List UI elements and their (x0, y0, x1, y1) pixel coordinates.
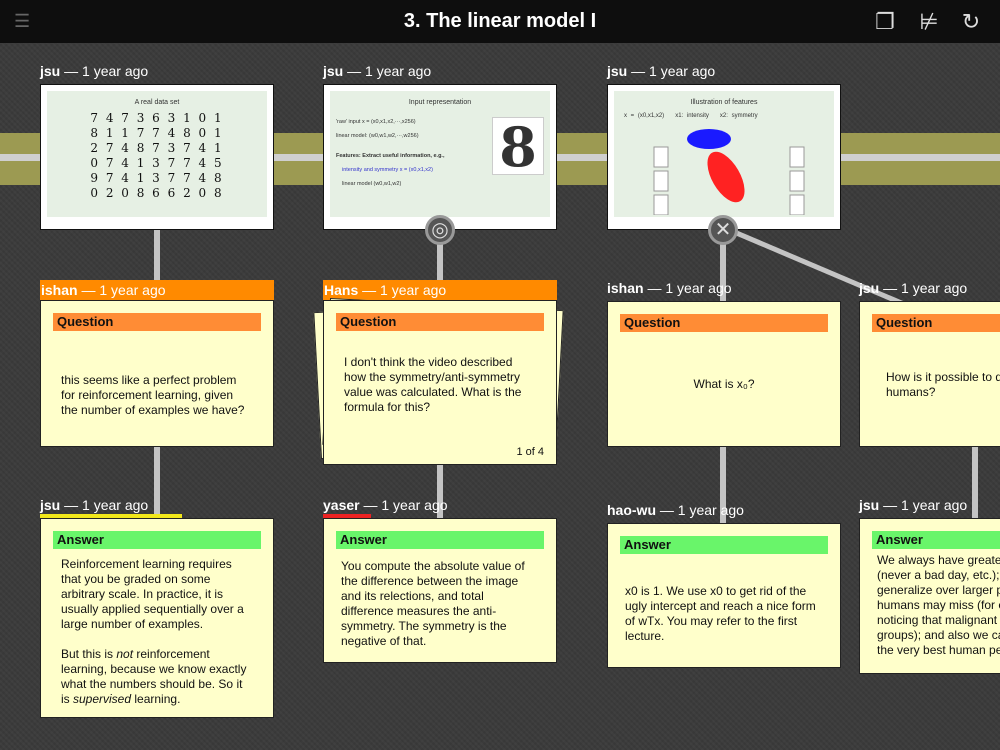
connector (972, 447, 978, 519)
answer-meta: jsu — 1 year ago (859, 497, 968, 513)
question-meta: ishan — 1 year ago (607, 280, 732, 296)
question-text: How is it possible to d humans? (886, 370, 1000, 399)
slide-meta: jsu — 1 year ago (40, 63, 149, 79)
connector (720, 230, 726, 302)
answer-meta: yaser — 1 year ago (323, 497, 448, 513)
question-label: Question (872, 314, 1000, 332)
menu-icon[interactable]: ☰ (14, 11, 31, 31)
tree-icon[interactable]: ⊭ (919, 9, 939, 34)
connector (154, 447, 160, 519)
refresh-icon[interactable]: ↻ (961, 9, 981, 34)
answer-card[interactable]: Answer We always have greater (never a b… (859, 518, 1000, 674)
slide-title: A real data set (134, 99, 180, 106)
answer-card[interactable]: Answer x0 is 1. We use x0 to get rid of … (607, 523, 841, 668)
page-title: 3. The linear model I (403, 10, 597, 32)
question-card[interactable]: Question What is x₀? (607, 301, 841, 447)
answer-text: We always have greater (never a bad day,… (877, 553, 1000, 657)
connector (437, 230, 443, 280)
slide-text: 'raw' input x = (x0,x1,x2,···,x256)linea… (336, 119, 445, 187)
slide-meta: jsu — 1 year ago (607, 63, 716, 79)
answer-meta: hao-wu — 1 year ago (607, 502, 744, 518)
answer-label: Answer (53, 531, 261, 549)
question-meta: jsu — 1 year ago (859, 280, 968, 296)
slide-title: Illustration of features (690, 99, 758, 106)
feature-scatter (653, 129, 805, 215)
slide-title: Input representation (408, 99, 472, 106)
page-indicator[interactable]: 1 of 4 (516, 446, 544, 458)
target-icon[interactable]: ◎ (425, 215, 455, 245)
question-text: I don't think the video described how th… (344, 355, 522, 414)
close-icon[interactable]: ✕ (708, 215, 738, 245)
question-text: What is x₀? (693, 377, 755, 391)
connector (720, 447, 726, 525)
question-card[interactable]: Question this seems like a perfect probl… (40, 300, 274, 447)
slide-thumbnail[interactable]: Input representation 'raw' input x = (x0… (323, 84, 557, 230)
answer-text: x0 is 1. We use x0 to get rid of the ugl… (625, 584, 816, 643)
question-meta: Hans — 1 year ago (323, 280, 557, 300)
question-label: Question (620, 314, 828, 332)
vote-bar (323, 514, 371, 518)
connector (437, 447, 443, 519)
question-card[interactable]: Question How is it possible to d humans? (859, 301, 1000, 447)
answer-text: You compute the absolute value of the di… (341, 559, 525, 648)
question-label: Question (53, 313, 261, 331)
copy-icon[interactable]: ❐ (875, 9, 895, 34)
question-meta: ishan — 1 year ago (40, 280, 274, 300)
slide-text: x = (x0,x1,x2) x1: intensity x2: symmetr… (624, 113, 758, 119)
digit-image: 8 (492, 117, 544, 176)
answer-label: Answer (872, 531, 1000, 549)
answer-meta: jsu — 1 year ago (40, 497, 149, 513)
answer-label: Answer (336, 531, 544, 549)
top-bar: ☰ 3. The linear model I ❐ ⊭ ↻ (0, 0, 1000, 43)
vote-bar (40, 514, 182, 518)
slide-thumbnail[interactable]: Illustration of features x = (x0,x1,x2) … (607, 84, 841, 230)
question-card[interactable]: Question I don't think the video describ… (323, 300, 557, 465)
question-text: this seems like a perfect problem for re… (61, 373, 245, 417)
answer-text: Reinforcement learning requires that you… (61, 557, 247, 706)
answer-card[interactable]: Answer You compute the absolute value of… (323, 518, 557, 663)
connector (154, 230, 160, 280)
question-label: Question (336, 313, 544, 331)
answer-card[interactable]: Answer Reinforcement learning requires t… (40, 518, 274, 718)
slide-meta: jsu — 1 year ago (323, 63, 432, 79)
answer-label: Answer (620, 536, 828, 554)
